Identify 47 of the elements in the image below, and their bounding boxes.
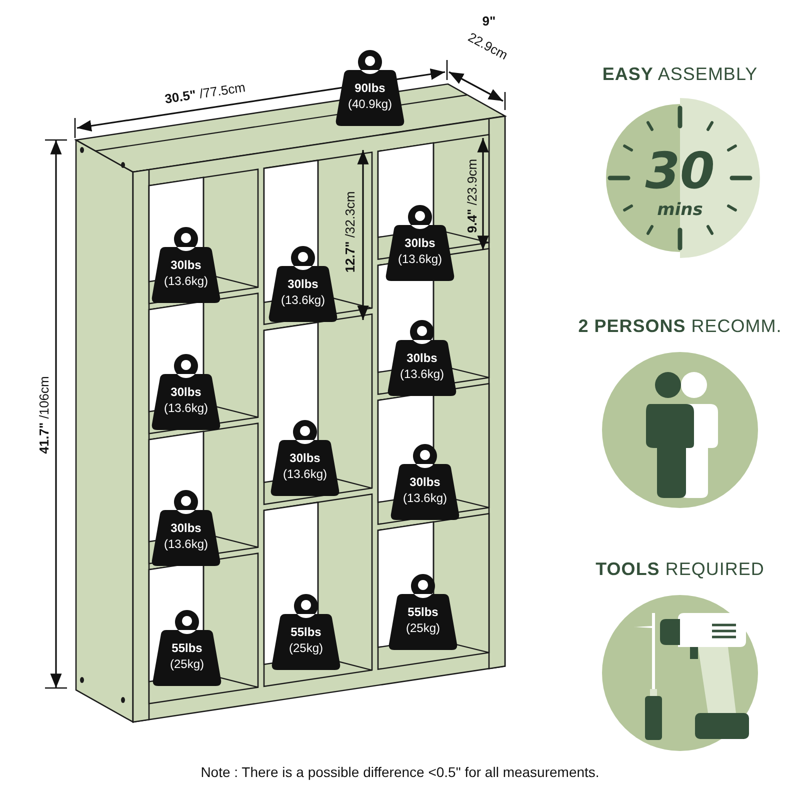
weight-value: 30lbs (170, 258, 202, 272)
weight-metric: (40.9kg) (346, 97, 394, 111)
timer-number: 30 (644, 142, 716, 200)
weight-metric: (25kg) (288, 641, 324, 655)
badge-heading: TOOLS REQUIRED (594, 559, 766, 580)
weight-tag (268, 244, 338, 324)
weight-metric: (25kg) (404, 621, 441, 635)
weight-value: 30lbs (408, 475, 442, 489)
weight-value: 55lbs (170, 641, 204, 655)
weight-metric: (13.6kg) (402, 491, 448, 505)
weight-tag (390, 442, 460, 522)
weight-tag (151, 488, 221, 568)
weight-tag (151, 225, 221, 305)
weight-metric: (13.6kg) (398, 367, 446, 381)
weight-value: 55lbs (406, 605, 440, 619)
weight-metric: (13.6kg) (162, 274, 210, 288)
weight-tag (271, 592, 341, 672)
dimension-label: 30.5" /77.5cm (164, 80, 246, 106)
weight-value: 30lbs (170, 385, 202, 399)
weight-value: 30lbs (288, 451, 322, 465)
weight-value: 30lbs (286, 277, 320, 291)
weight-tag (335, 48, 405, 128)
weight-tag (385, 203, 455, 283)
weight-metric: (13.6kg) (396, 252, 444, 266)
note-text: Note : There is a possible difference <0.5" for all measurements. (200, 764, 600, 780)
dimension-label: 9.4" /23.9cm (464, 158, 480, 234)
dimension-label: 9" (482, 14, 496, 28)
dimension-label: 12.7" /32.3cm (342, 191, 358, 273)
badge-heading: EASY ASSEMBLY (601, 64, 759, 85)
badge-heading: 2 PERSONS RECOMM. (577, 316, 783, 337)
weight-tag (387, 318, 457, 398)
weight-value: 55lbs (290, 625, 322, 639)
weight-tag (151, 352, 221, 432)
weight-value: 30lbs (406, 351, 438, 365)
weight-tag (388, 572, 458, 652)
weight-metric: (13.6kg) (162, 537, 210, 551)
weight-metric: (13.6kg) (162, 401, 210, 415)
weight-tag (270, 418, 340, 498)
weight-metric: (13.6kg) (282, 467, 328, 481)
weight-metric: (25kg) (168, 657, 205, 671)
weight-value: 30lbs (170, 521, 202, 535)
timer-unit: mins (656, 200, 704, 220)
dimension-label: 41.7" /106cm (36, 376, 52, 454)
weight-metric: (13.6kg) (280, 293, 326, 307)
weight-value: 30lbs (404, 236, 436, 250)
weight-value: 90lbs (354, 81, 386, 95)
weight-tag (152, 608, 222, 688)
